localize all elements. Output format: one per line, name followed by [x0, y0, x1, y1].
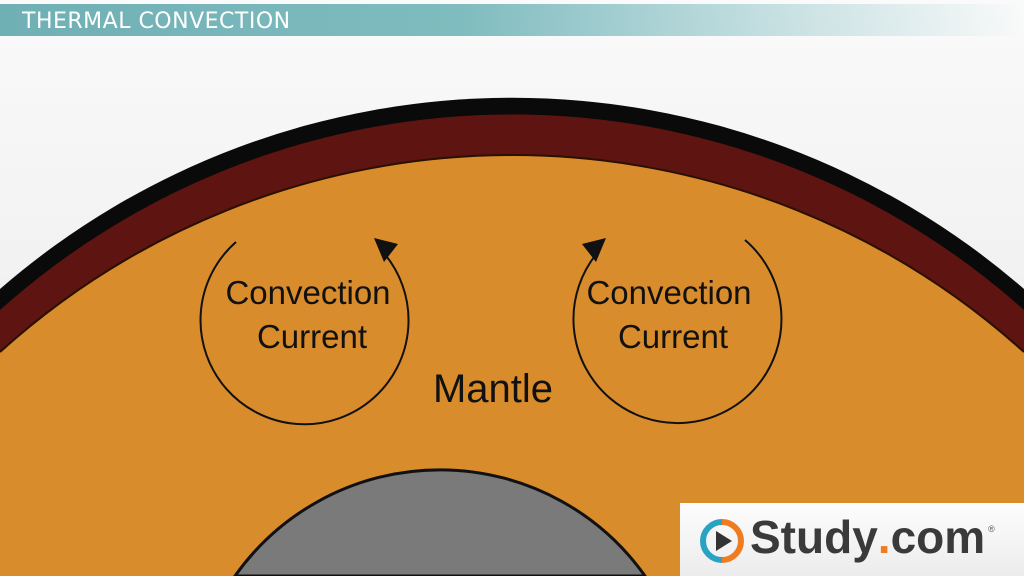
right-current-label-2: Current [618, 318, 728, 355]
right-current-label-1: Convection [586, 274, 751, 311]
study-logo: Study.com® [680, 503, 1024, 576]
mantle-label: Mantle [433, 367, 553, 411]
logo-dot: . [877, 511, 891, 563]
left-current-label-2: Current [257, 318, 367, 355]
logo-wordmark: Study.com® [750, 511, 995, 563]
left-convection-arrow [199, 241, 410, 426]
title-bar: THERMAL CONVECTION [0, 4, 1024, 36]
logo-name: Study [750, 511, 878, 563]
logo-suffix: com [890, 511, 986, 563]
right-arrowhead-icon [582, 238, 606, 262]
play-icon [700, 519, 744, 563]
left-current-label-1: Convection [225, 274, 390, 311]
core [233, 468, 647, 576]
right-convection-arrow [572, 239, 783, 425]
slide-title: THERMAL CONVECTION [22, 9, 291, 34]
mantle-boundary [0, 154, 1024, 353]
registered-mark: ® [988, 524, 995, 534]
left-arrowhead-icon [374, 238, 398, 262]
mantle-layer [0, 155, 1024, 576]
